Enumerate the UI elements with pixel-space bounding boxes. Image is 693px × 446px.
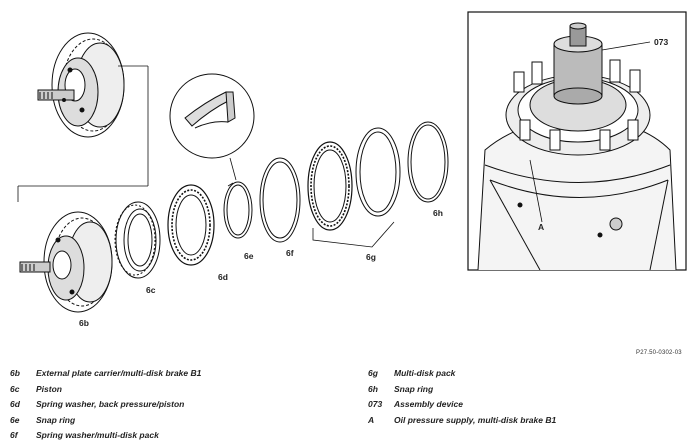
legend-text: Multi-disk pack <box>394 368 456 378</box>
callout-6f: 6f <box>286 248 294 258</box>
legend-key: 073 <box>368 399 383 409</box>
spring-washer-6d <box>167 184 215 266</box>
legend-key: 6e <box>10 414 20 425</box>
callout-6b: 6b <box>79 318 89 328</box>
callout-A: A <box>538 222 544 232</box>
legend-key: 6f <box>10 430 18 440</box>
carrier-bottom-view <box>19 211 113 313</box>
legend-key: 6b <box>10 368 20 378</box>
legend-text: External plate carrier/multi-disk brake … <box>36 368 202 378</box>
snap-ring-6e <box>223 181 253 239</box>
legend-text: Snap ring <box>394 383 434 394</box>
multi-disk-pack-6g <box>307 127 401 248</box>
legend-text: Oil pressure supply, multi-disk brake B1 <box>394 414 557 425</box>
legend-key: 6g <box>368 368 378 378</box>
callout-6g: 6g <box>366 252 376 262</box>
spring-washer-6f <box>259 157 301 243</box>
callout-073: 073 <box>654 37 668 47</box>
legend-text: Spring washer, back pressure/piston <box>36 399 185 409</box>
legend-key: 6c <box>10 383 20 394</box>
legend-text: Snap ring <box>36 414 76 425</box>
callout-6h: 6h <box>433 208 443 218</box>
callout-6e: 6e <box>244 251 254 261</box>
legend-key: 6d <box>10 399 20 409</box>
callout-6c: 6c <box>146 285 156 295</box>
reference-number: P27.50-0302-03 <box>636 350 682 356</box>
legend-text: Assembly device <box>394 399 463 409</box>
carrier-top-view <box>37 32 125 138</box>
detail-zoom-circle <box>169 73 255 181</box>
legend-key: A <box>368 414 375 425</box>
legend-text: Piston <box>36 383 62 394</box>
assembly-inset <box>467 11 687 271</box>
legend-key: 6h <box>368 383 378 394</box>
callout-6d: 6d <box>218 272 228 282</box>
legend-text: Spring washer/multi-disk pack <box>36 430 159 440</box>
piston-6c <box>114 201 161 279</box>
snap-ring-6h <box>407 121 449 203</box>
